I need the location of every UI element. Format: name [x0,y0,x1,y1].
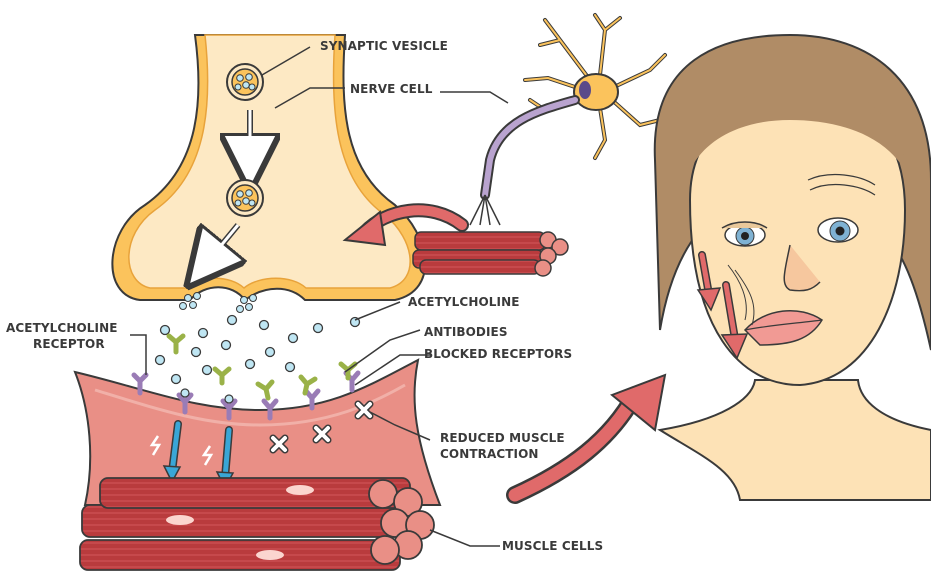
antibodies [169,336,355,398]
label-nerve-cell: NERVE CELL [350,82,432,97]
synaptic-vesicle-top [227,64,263,100]
acetylcholine-molecules [156,316,360,384]
label-synaptic-vesicle: SYNAPTIC VESICLE [320,39,448,54]
patient-face [655,35,931,500]
muscle-fibers [80,478,434,570]
label-acetylcholine-receptor-line2: RECEPTOR [33,337,105,352]
muscle-bundle-small [413,232,568,276]
label-blocked-receptors: BLOCKED RECEPTORS [424,347,572,362]
neuron [470,15,665,225]
label-reduced-muscle-line1: REDUCED MUSCLE [440,431,565,446]
nerve-terminal [112,35,425,313]
label-antibodies: ANTIBODIES [424,325,508,340]
label-reduced-muscle-line2: CONTRACTION [440,447,539,462]
label-muscle-cells: MUSCLE CELLS [502,539,603,554]
synaptic-vesicle-middle [227,180,263,216]
label-acetylcholine: ACETYLCHOLINE [408,295,520,310]
label-acetylcholine-receptor-line1: ACETYLCHOLINE [6,321,118,336]
